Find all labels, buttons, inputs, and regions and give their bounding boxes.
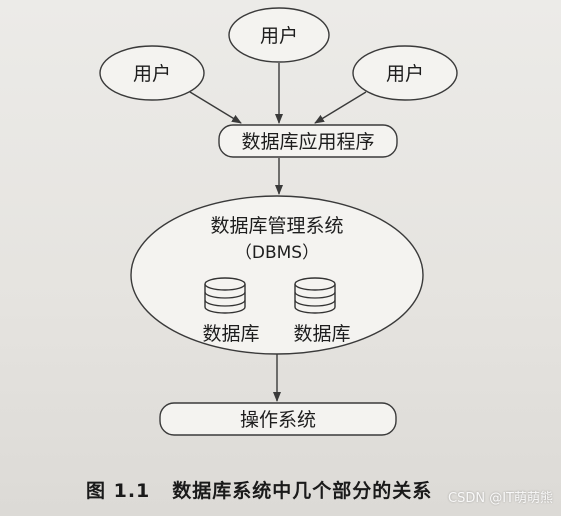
figure-number: 图 1.1	[86, 480, 151, 502]
user-label: 用户	[386, 63, 424, 85]
database-label: 数据库	[293, 323, 350, 345]
figure-caption: 图 1.1 数据库系统中几个部分的关系	[86, 476, 432, 503]
app-node: 数据库应用程序	[218, 124, 398, 158]
os-label: 操作系统	[240, 409, 316, 431]
user-label: 用户	[260, 25, 298, 47]
dbms-title: 数据库管理系统	[210, 215, 343, 237]
arrow-user-left-to-app	[189, 91, 242, 124]
os-node: 操作系统	[159, 402, 397, 436]
arrow-user-right-to-app	[314, 91, 367, 124]
database-label: 数据库	[202, 323, 259, 345]
watermark: CSDN @IT萌萌熊	[448, 491, 553, 506]
database-icon	[204, 277, 246, 314]
user-node-right: 用户	[352, 45, 458, 101]
user-node-left: 用户	[99, 45, 205, 101]
user-label: 用户	[133, 63, 171, 85]
figure-title: 数据库系统中几个部分的关系	[172, 480, 433, 502]
dbms-subtitle: （DBMS）	[235, 243, 319, 263]
app-label: 数据库应用程序	[241, 131, 374, 153]
user-node-top: 用户	[228, 7, 330, 63]
database-icon	[294, 277, 336, 314]
dbms-node: 数据库管理系统 （DBMS）	[130, 195, 424, 355]
